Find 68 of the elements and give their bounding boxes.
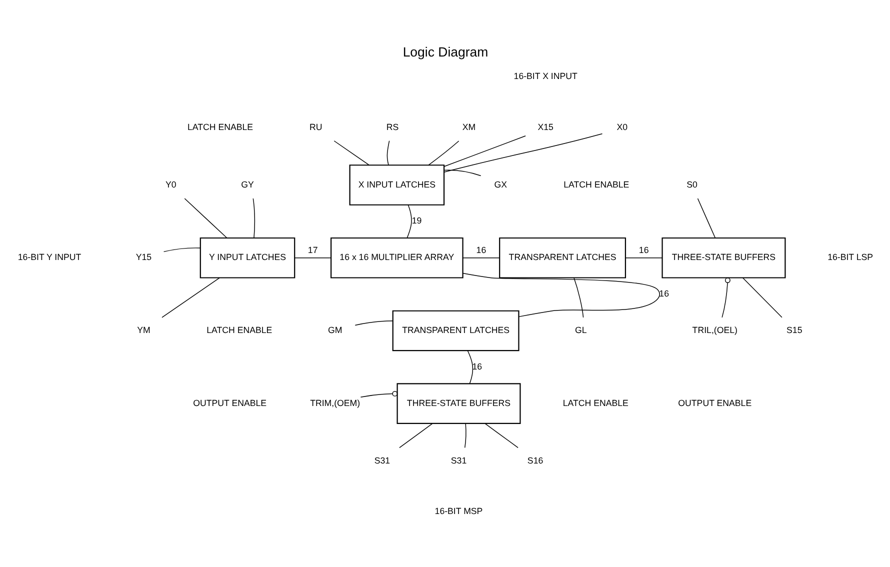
- node-box: Y INPUT LATCHES: [199, 236, 295, 278]
- connector: [162, 247, 200, 252]
- diagram-title: Logic Diagram: [402, 44, 488, 59]
- node-text: RS: [386, 121, 398, 132]
- connector: [464, 422, 466, 448]
- node-text: X15: [537, 121, 553, 132]
- node-text: XM: [462, 121, 476, 132]
- connector: [360, 390, 398, 397]
- edge-label: 17: [307, 244, 318, 255]
- label: OUTPUT ENABLE: [192, 397, 266, 408]
- connector: [333, 140, 369, 165]
- label: LATCH ENABLE: [206, 324, 272, 335]
- connector: [696, 198, 715, 238]
- node-text: RU: [309, 121, 322, 132]
- node-box: X INPUT LATCHES: [348, 164, 444, 205]
- connector: [573, 277, 584, 318]
- node-text: GM: [327, 324, 342, 335]
- node-text: YM: [136, 324, 150, 335]
- connector: [484, 422, 518, 448]
- node-box: 16 x 16 MULTIPLIER ARRAY: [330, 236, 463, 278]
- node-text: S15: [786, 324, 802, 335]
- node-text: X0: [616, 121, 628, 132]
- connector: [742, 277, 782, 318]
- connector: [462, 272, 660, 317]
- edge-label: 16: [638, 244, 648, 255]
- label: LATCH ENABLE: [562, 397, 628, 408]
- connector: [161, 277, 220, 318]
- node-text: TRIL,(OEL): [692, 324, 737, 335]
- node-text: S31: [450, 454, 466, 465]
- node-text: S31: [374, 454, 390, 465]
- node-text: Y15: [135, 252, 152, 262]
- label: LATCH ENABLE: [563, 178, 629, 189]
- node-text: Y0: [165, 178, 176, 189]
- edge-label: 16: [476, 244, 486, 255]
- node-text: TRIM,(OEM): [310, 397, 360, 408]
- node-box: TRANSPARENT LATCHES: [498, 236, 626, 278]
- connector: [443, 132, 602, 172]
- label: 16-BIT Y INPUT: [17, 252, 81, 262]
- edge-label: 19: [411, 215, 422, 226]
- connector: [398, 422, 432, 448]
- label: 16-BIT LSP: [827, 252, 873, 262]
- label: LATCH ENABLE: [186, 121, 253, 132]
- connector: [386, 140, 390, 165]
- connector: [354, 320, 393, 326]
- connector: [721, 277, 730, 318]
- node-box: THREE-STATE BUFFERS: [661, 236, 786, 278]
- node-box: THREE-STATE BUFFERS: [396, 382, 520, 424]
- node-text: GL: [574, 324, 586, 335]
- label: 16-BIT X INPUT: [513, 70, 577, 81]
- node-text: GX: [494, 178, 507, 189]
- connector: [252, 198, 255, 238]
- node-text: S0: [686, 178, 697, 189]
- connector: [428, 140, 459, 165]
- connector: [466, 350, 473, 384]
- node-text: GY: [240, 178, 254, 189]
- connector: [294, 257, 331, 258]
- connector: [443, 135, 526, 166]
- node-box: TRANSPARENT LATCHES: [392, 310, 519, 351]
- connector: [462, 257, 500, 258]
- label: 16-BIT MSP: [434, 506, 482, 516]
- connector: [443, 169, 481, 176]
- connector: [624, 257, 662, 258]
- label: OUTPUT ENABLE: [678, 397, 752, 408]
- edge-label: 16: [658, 288, 669, 298]
- node-text: S16: [526, 454, 543, 465]
- connector: [184, 198, 227, 238]
- connector: [406, 204, 412, 238]
- edge-label: 16: [472, 360, 482, 371]
